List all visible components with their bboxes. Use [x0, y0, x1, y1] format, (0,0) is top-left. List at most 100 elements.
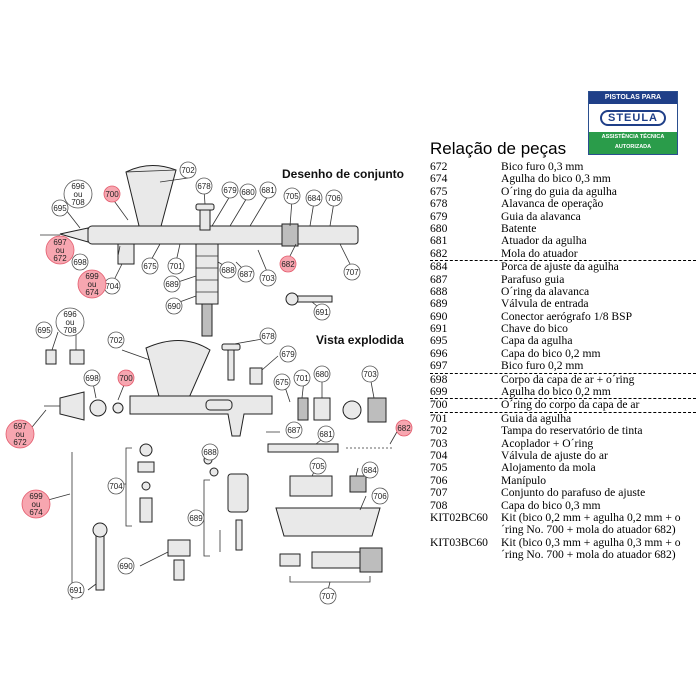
parts-separator: [430, 372, 696, 374]
stopper: [313, 397, 331, 421]
part-code: 707: [430, 486, 448, 500]
callout-label-text: 681: [319, 430, 333, 439]
airbrush-body: [87, 225, 289, 245]
callout-label-text: 704: [109, 482, 123, 491]
callout-label-text: 678: [197, 182, 211, 191]
exploded-body: [129, 395, 273, 437]
exploded-callout: 701: [293, 369, 311, 387]
callout-label-text: 690: [167, 302, 181, 311]
callout-label-text: 707: [321, 592, 335, 601]
part-description: Válvula de ajuste do ar: [501, 448, 608, 462]
exploded-title: Vista explodida: [316, 333, 404, 347]
assembly-callout: 688: [219, 261, 237, 279]
callout-label-text: ou: [88, 280, 97, 289]
assembly-callout: 705: [283, 187, 301, 205]
exploded-callout: 703: [361, 365, 379, 383]
exploded-callout: 705: [309, 457, 327, 475]
part-description: Alojamento da mola: [501, 461, 596, 475]
callout-label-text: 703: [363, 370, 377, 379]
exploded-callout: 698: [83, 369, 101, 387]
assembly-callout: 706: [325, 189, 343, 207]
callout-label-text: 674: [29, 508, 43, 517]
exploded-callout: 678: [259, 327, 277, 345]
exploded-inlet-valve: [227, 473, 249, 513]
callout-label-text: 684: [307, 194, 321, 203]
callout-label-text: 701: [169, 262, 183, 271]
callout-label-text: 696: [63, 310, 77, 319]
exploded-drawing: [27, 331, 399, 600]
part-description: Kit (bico 0,3 mm + agulha 0,3 mm + o´rin…: [501, 535, 681, 562]
parts-separator: [430, 398, 696, 400]
exploded-callout: 680: [313, 365, 331, 383]
part-description: Corpo da capa de ar + o´ring: [501, 372, 635, 386]
part-description: O´ring do guia da agulha: [501, 184, 617, 198]
assembly-callout: 687: [237, 265, 255, 283]
callout-label-text: 704: [105, 282, 119, 291]
needle-cap: [45, 349, 57, 365]
part-code: 684: [430, 260, 448, 274]
logo-bottom-text-1: ASSISTÊNCIA TÉCNICA: [601, 134, 665, 140]
callout-label-text: 696: [71, 182, 85, 191]
callout-label-text: 702: [109, 336, 123, 345]
part-description: Capa da agulha: [501, 334, 573, 348]
callout-label-text: 697: [53, 238, 67, 247]
part-description: Válvula de entrada: [501, 297, 589, 311]
assembly-callout: 680: [239, 183, 257, 201]
part-code: 706: [430, 473, 448, 487]
needle-actuator: [267, 443, 339, 453]
part-code: 680: [430, 221, 448, 235]
exploded-callout: 688: [201, 443, 219, 461]
exploded-nozzle-cap: [59, 391, 85, 421]
exploded-callout: 675: [273, 373, 291, 391]
spring-housing: [281, 223, 299, 247]
callout-label-text: 699: [85, 272, 99, 281]
callout-label-text: 672: [53, 254, 67, 263]
part-description: Capa do bico 0,3 mm: [501, 498, 601, 512]
callout-label-text: 688: [203, 448, 217, 457]
callout-label-text: 695: [37, 326, 51, 335]
part-description: Guia da agulha: [501, 411, 572, 425]
assembly-callout: 698: [71, 253, 89, 271]
callout-label-text: 705: [311, 462, 325, 471]
exploded-callout: 682: [395, 419, 413, 437]
callout-label-text: 690: [119, 562, 133, 571]
part-code: 695: [430, 334, 448, 348]
callout-label-text: 672: [13, 438, 27, 447]
part-code: 704: [430, 448, 448, 462]
assembly-callout: 678: [195, 177, 213, 195]
part-description: Acoplador + O´ring: [501, 436, 594, 450]
nozzle-cap-small: [69, 349, 85, 365]
part-description: O´ring do corpo da capa de ar: [501, 398, 640, 412]
assembly-callout: 690: [165, 297, 183, 315]
parts-separator: [430, 411, 696, 413]
assembly-callout: 684: [305, 189, 323, 207]
callout-label-text: 691: [69, 586, 83, 595]
assembly-callout: 707: [343, 263, 361, 281]
part-code: 679: [430, 209, 448, 223]
part-code: 672: [430, 160, 448, 173]
spring-housing-exploded: [289, 475, 333, 497]
part-description: Manípulo: [501, 473, 547, 487]
part-description: Capa do bico 0,2 mm: [501, 346, 601, 360]
trigger-lever: [199, 207, 211, 231]
part-code: 688: [430, 284, 448, 298]
airbrush-diagram: Desenho de conjunto Vista explodida 7026…: [5, 161, 413, 605]
assembly-callout: 679: [221, 181, 239, 199]
assembly-callout: 701: [167, 257, 185, 275]
callout-label-text: 687: [287, 426, 301, 435]
exploded-callout: 695: [35, 321, 53, 339]
